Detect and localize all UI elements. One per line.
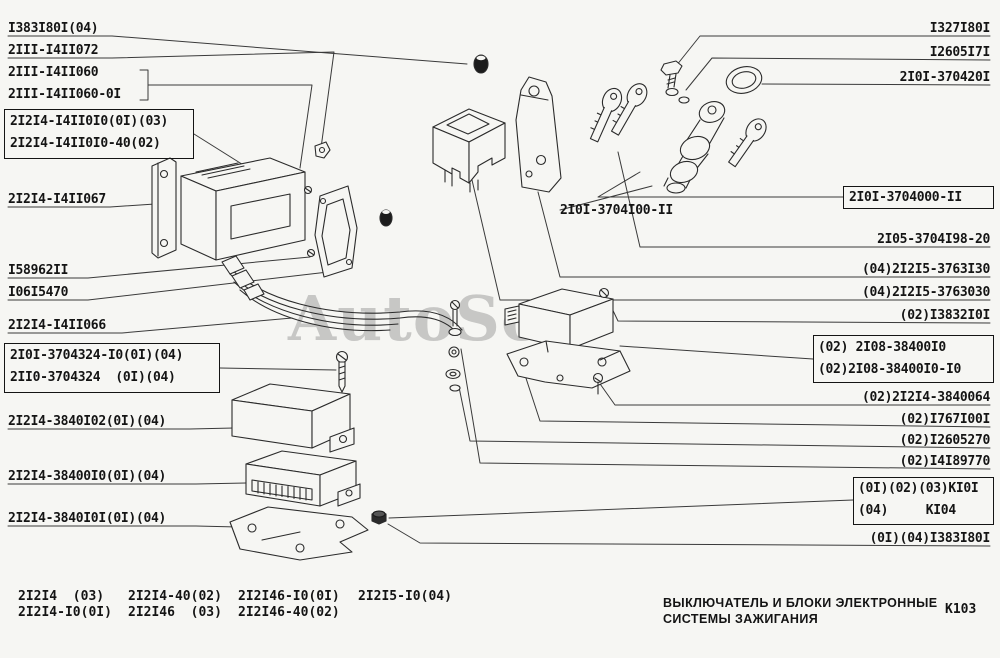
- part-number-label: 2I2I4-3840I0I(0I)(04): [8, 511, 167, 526]
- part-number-label: 2III-I4II072: [8, 43, 99, 58]
- rubber-grommet-side: [379, 209, 393, 227]
- model-code: 2I2I4 (03): [18, 589, 105, 604]
- part-number-label: (02)I2605270: [899, 433, 991, 448]
- part-number-label: 2I2I4-I4II0I0(0I)(03): [10, 114, 169, 129]
- part-number-label: (04) KI04: [858, 503, 956, 518]
- part-number-label: 2I0I-3704324-I0(0I)(04): [10, 348, 184, 363]
- part-number-label: 2I0I-370420I: [899, 70, 991, 85]
- rubber-grommet-top: [473, 54, 489, 74]
- mount-bracket-drawing: [515, 76, 562, 193]
- keys-drawing: [589, 83, 767, 168]
- part-label-group-box: [843, 186, 994, 209]
- part-number-label: 2I05-3704I98-20: [877, 232, 990, 247]
- diagram-title-line2: СИСТЕМЫ ЗАЖИГАНИЯ: [663, 612, 819, 626]
- part-number-label: 2I0I-3704000-II: [849, 190, 962, 205]
- part-number-label: I2605I7I: [929, 45, 991, 60]
- part-number-label: I383I80I(04): [8, 21, 99, 36]
- model-code: 2I2I46-40(02): [238, 605, 340, 620]
- model-code: 2I2I4-40(02): [128, 589, 222, 604]
- part-number-label: 2I2I4-I4II0I0-40(02): [10, 136, 161, 151]
- model-code: 2I2I4-I0(0I): [18, 605, 112, 620]
- part-number-label: (02)2I2I4-3840064: [862, 390, 990, 405]
- part-number-label: (02)I4I89770: [899, 454, 991, 469]
- part-number-label: (02)I3832I0I: [899, 308, 991, 323]
- clip-drawing: [314, 141, 331, 159]
- model-code: 2I2I46-I0(0I): [238, 589, 340, 604]
- page-code: K103: [945, 602, 977, 617]
- part-number-label: I58962II: [8, 263, 69, 278]
- part-number-label: (02)I767I00I: [899, 412, 991, 427]
- ecu2-bracket-drawing: [506, 340, 631, 395]
- ecu-module-1-drawing: [151, 157, 316, 261]
- part-number-label: 2I2I4-I4II067: [8, 192, 106, 207]
- part-number-label: (0I)(04)I383I80I: [869, 531, 991, 546]
- part-label-group-box: [853, 477, 994, 525]
- part-number-label: (04)2I2I5-3763I30: [862, 262, 990, 277]
- part-number-label: (02) 2I08-38400I0: [818, 340, 946, 355]
- part-number-label: 2I2I4-3840I02(0I)(04): [8, 414, 167, 429]
- relay-drawing: [432, 108, 506, 193]
- wiring-harness-drawing: [221, 255, 463, 335]
- part-number-label: (02)2I08-38400I0-I0: [818, 362, 962, 377]
- bezel-ring-drawing: [725, 66, 763, 94]
- part-label-group-box: [813, 335, 994, 383]
- part-number-label: I327I80I: [929, 21, 991, 36]
- cover-drawing: [231, 383, 355, 453]
- ecu-module-3-drawing: [245, 450, 361, 507]
- leader-lines: [7, 35, 991, 547]
- part-number-label: 2I2I4-38400I0(0I)(04): [8, 469, 167, 484]
- model-code: 2I2I5-I0(04): [358, 589, 452, 604]
- part-label-group-box: [4, 343, 220, 393]
- part-number-label: 2II0-3704324 (0I)(04): [10, 370, 176, 385]
- diagram-title-line1: ВЫКЛЮЧАТЕЛЬ И БЛОКИ ЭЛЕКТРОННЫЕ: [663, 596, 938, 610]
- part-label-group-box: [4, 109, 194, 159]
- part-number-label: 2I0I-3704I00-II: [560, 203, 673, 218]
- screw-drawing: [335, 350, 349, 393]
- part-number-label: (0I)(02)(03)KI0I: [858, 481, 979, 496]
- ignition-lock-drawing: [663, 101, 726, 194]
- bolt-washer-drawing: [660, 60, 690, 104]
- part-number-label: (04)2I2I5-3763030: [862, 285, 990, 300]
- model-code: 2I2I46 (03): [128, 605, 222, 620]
- part-number-label: I06I5470: [8, 285, 69, 300]
- part-number-label: 2III-I4II060-0I: [8, 87, 121, 102]
- ecu-module-2-drawing: [504, 287, 614, 350]
- mount-plate-drawing: [229, 506, 369, 561]
- gasket-drawing: [314, 185, 358, 278]
- nut-drawing: [371, 510, 387, 525]
- part-number-label: 2I2I4-I4II066: [8, 318, 106, 333]
- fasteners-stack-drawing: [445, 299, 462, 392]
- part-number-label: 2III-I4II060: [8, 65, 99, 80]
